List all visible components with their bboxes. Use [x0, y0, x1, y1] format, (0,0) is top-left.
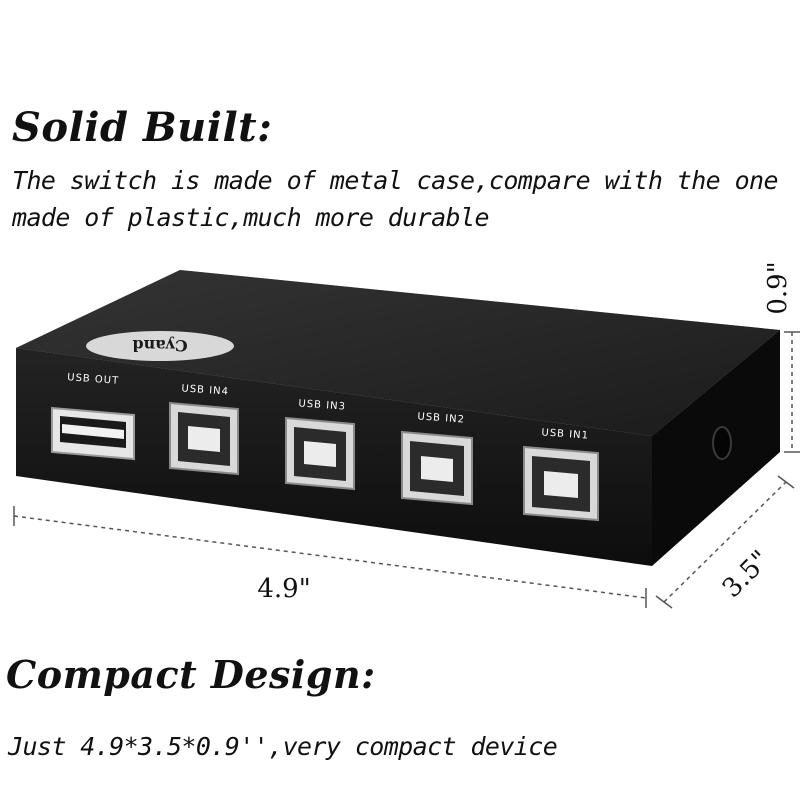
usb-b-port-icon: [169, 401, 239, 476]
port-label-usb-out: USB OUT: [67, 372, 120, 387]
solid-built-description: The switch is made of metal case,compare…: [12, 166, 779, 232]
height-dimension-line: [784, 331, 800, 453]
brand-sticker: [86, 331, 234, 361]
depth-dimension-line: [655, 475, 795, 609]
width-dimension-label: 4.9": [257, 574, 310, 604]
height-dimension-label: 0.9": [763, 261, 793, 314]
port-label-usb-in4: USB IN4: [181, 383, 229, 397]
brand-label: Cyand: [132, 336, 187, 355]
port-label-usb-in3: USB IN3: [298, 398, 346, 412]
compact-design-description: Just 4.9*3.5*0.9'',very compact device: [8, 732, 558, 761]
depth-dimension-label: 3.5": [717, 545, 776, 604]
usb-a-port-icon: [51, 406, 135, 461]
usb-b-port-icon: [401, 430, 473, 506]
usb-b-port-icon: [523, 445, 599, 522]
port-label-usb-in2: USB IN2: [417, 411, 465, 425]
usb-b-port-icon: [285, 416, 355, 491]
side-switch-button-icon: [712, 426, 732, 460]
solid-built-heading: Solid Built:: [12, 104, 273, 151]
usb-switch-product-image: Cyand USB OUT USB IN4 USB IN3 USB IN2 US…: [13, 261, 800, 609]
width-dimension-line: [13, 506, 647, 608]
port-label-usb-in1: USB IN1: [541, 427, 589, 441]
compact-design-heading: Compact Design:: [6, 652, 376, 697]
